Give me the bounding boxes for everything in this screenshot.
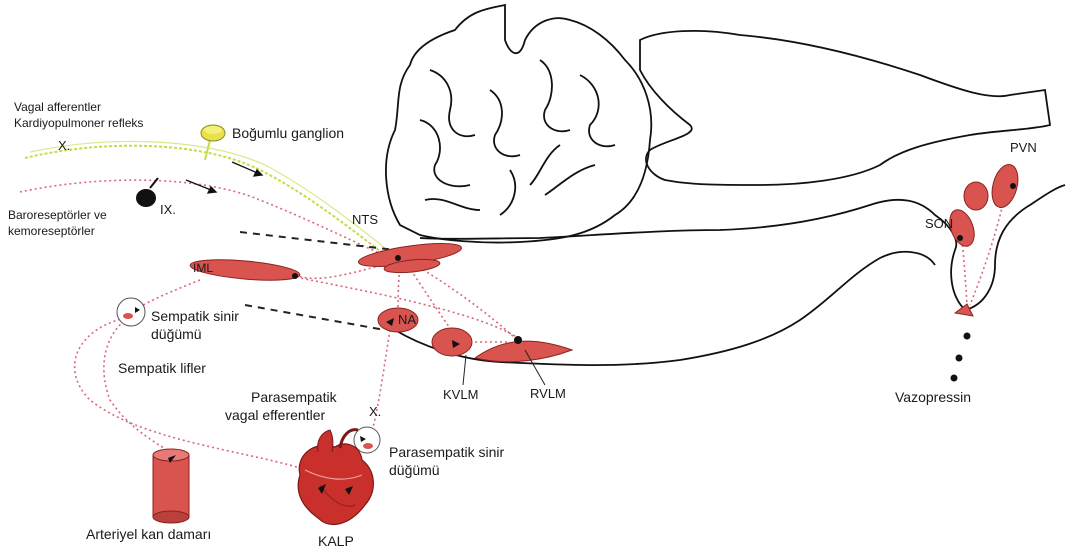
x-upper-label: X. [58, 138, 70, 153]
brain-outline [640, 31, 1050, 185]
ix-label: IX. [160, 202, 176, 217]
ix-stalk [150, 178, 158, 188]
parasympathetic-ganglion-label-2: düğümü [389, 462, 440, 478]
artery-bottom [153, 511, 189, 523]
iml-label: IML [193, 261, 213, 275]
parasympathetic-label-1: Parasempatik [251, 389, 338, 405]
iml-to-ganglion-path [135, 280, 200, 310]
nts-label: NTS [352, 212, 378, 227]
medulla-outline [395, 252, 935, 365]
sympathetic-ganglion-label-2: düğümü [151, 326, 202, 342]
cvlm-label: KVLM [443, 387, 478, 402]
son-neuron [957, 235, 963, 241]
ganglion-stalk [205, 140, 210, 160]
pvn-label: PVN [1010, 140, 1037, 155]
cvlm-nucleus [432, 328, 472, 356]
petrosal-ganglion [136, 189, 156, 207]
cerebellum-folds [420, 60, 615, 215]
son-nucleus-upper [964, 182, 988, 210]
vasopressin-label: Vazopressin [895, 389, 971, 405]
vasopressin-dot [951, 375, 958, 382]
baroreceptor-label: Baroreseptörler ve [8, 208, 107, 222]
rvlm-label: RVLM [530, 386, 566, 401]
parasympathetic-ganglion-cell [363, 443, 373, 449]
artery-label: Arteriyel kan damarı [86, 526, 211, 542]
sympathetic-fibers-label: Sempatik lifler [118, 360, 206, 376]
cardiopulmonary-label: Kardiyopulmoner refleks [14, 116, 143, 130]
parasympathetic-label-2: vagal efferentler [225, 407, 325, 423]
rvlm-neuron [514, 336, 522, 344]
vasopressin-dot [956, 355, 963, 362]
sympathetic-ganglion-label-1: Sempatik sinir [151, 308, 239, 324]
na-dashed-line [245, 305, 385, 330]
posterior-pituitary-terminal [955, 304, 973, 316]
chemoreceptor-label: kemoreseptörler [8, 224, 95, 238]
nodose-ganglion-highlight [204, 126, 222, 134]
nts-to-rvlm-path [410, 262, 515, 338]
cerebellum-outline [386, 5, 651, 243]
pvn-nucleus [988, 162, 1023, 211]
vagal-afferent-label: Vagal afferentler [14, 100, 101, 114]
vagal-afferent-fiber [25, 146, 385, 255]
nts-neuron [395, 255, 401, 261]
x-lower-label: X. [369, 404, 381, 419]
son-label: SON [925, 216, 953, 231]
iml-neuron [292, 273, 298, 279]
son-pvn-to-pituitary-path [962, 195, 1005, 305]
pvn-neuron [1010, 183, 1016, 189]
na-label: NA [398, 312, 416, 327]
heart-label: KALP [318, 533, 354, 549]
sympathetic-ganglion-cell [123, 313, 133, 319]
nts-dashed-line [240, 232, 395, 250]
artery-vessel [153, 455, 189, 517]
nodose-ganglion-label: Boğumlu ganglion [232, 125, 344, 141]
vasopressin-dot [964, 333, 971, 340]
sympathetic-ganglion [117, 298, 145, 326]
parasympathetic-ganglion-label-1: Parasempatik sinir [389, 444, 504, 460]
rvlm-nucleus [475, 341, 572, 362]
